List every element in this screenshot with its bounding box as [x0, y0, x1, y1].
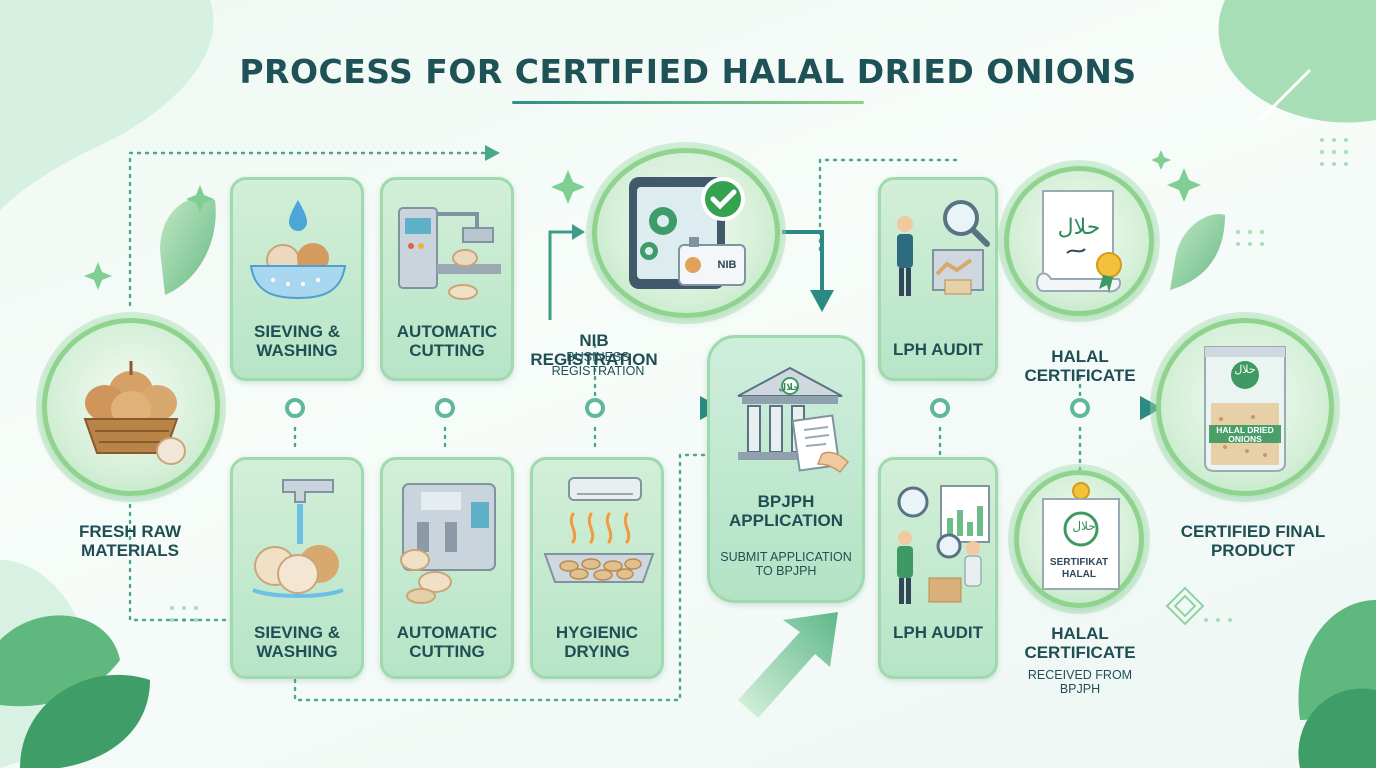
bpjph-halal-mark: حلال — [778, 382, 800, 392]
card-bottom-cutting: AUTOMATIC CUTTING — [380, 457, 514, 679]
cutting-machine-icon — [398, 207, 501, 300]
card-top-cutting-label: AUTOMATIC CUTTING — [396, 322, 498, 361]
pouch-halal-mark: حلال — [1234, 363, 1256, 376]
government-building-icon — [737, 366, 850, 474]
nib-circle: NIB — [592, 148, 780, 318]
sertifikat-document-icon — [1042, 482, 1120, 590]
card-bottom-drying-label: HYGIENIC DRYING — [555, 623, 639, 662]
flow-dot — [930, 398, 950, 418]
halal-cert-bottom-sub-label: RECEIVED FROM BPJPH — [1027, 668, 1133, 696]
certificate-scroll-icon — [1035, 190, 1122, 293]
card-bottom-sieving: SIEVING & WASHING — [230, 457, 364, 679]
flow-dot — [585, 398, 605, 418]
card-top-cutting: AUTOMATIC CUTTING — [380, 177, 514, 381]
slicing-machine-icon — [400, 483, 496, 604]
fresh-raw-circle — [42, 318, 220, 496]
nib-label: NIB REGISTRATION — [530, 331, 658, 370]
card-top-sieving-label: SIEVING & WASHING — [254, 322, 340, 361]
nib-badge-text: NIB — [717, 259, 737, 271]
halal-arabic-text: حلال — [1057, 215, 1101, 240]
onion-basket-icon — [83, 361, 186, 465]
washing-bowl-icon — [249, 200, 347, 300]
auditor-magnifier-icon — [897, 200, 990, 296]
pouch-label: HALAL DRIED ONIONS — [1216, 425, 1274, 445]
final-product-circle: حلال HALAL DRIED ONIONS — [1156, 318, 1334, 496]
sertifikat-label: SERTIFIKAT HALAL — [1049, 557, 1109, 580]
drying-tray-icon — [543, 477, 655, 583]
card-top-sieving: SIEVING & WASHING — [230, 177, 364, 381]
bpjph-sub-label: SUBMIT APPLICATION TO BPJPH — [720, 550, 852, 578]
fresh-raw-label: FRESH RAW MATERIALS — [79, 522, 181, 561]
halal-cert-bottom-label: HALAL CERTIFICATE — [1024, 624, 1136, 663]
sertifikat-halal-mark: حلال — [1072, 519, 1096, 533]
flow-dot — [435, 398, 455, 418]
card-lph-top: LPH AUDIT — [878, 177, 998, 381]
halal-cert-top-circle: حلال — [1004, 166, 1154, 316]
title-underline — [512, 101, 864, 104]
bpjph-label: BPJPH APPLICATION — [729, 492, 843, 531]
card-lph-top-label: LPH AUDIT — [892, 340, 984, 359]
nib-tablet-icon — [629, 177, 746, 289]
flow-dot — [285, 398, 305, 418]
final-product-label: CERTIFIED FINAL PRODUCT — [1180, 522, 1326, 561]
flow-dot — [1070, 398, 1090, 418]
card-bottom-sieving-label: SIEVING & WASHING — [254, 623, 340, 662]
card-bottom-cutting-label: AUTOMATIC CUTTING — [396, 623, 498, 662]
halal-cert-top-label: HALAL CERTIFICATE — [1024, 347, 1136, 386]
nib-sub-label: BUSINESS REGISTRATION — [551, 350, 645, 378]
halal-cert-bottom-circle: حلال SERTIFIKAT HALAL — [1014, 470, 1144, 608]
card-bpjph: حلال BPJPH APPLICATION SUBMIT APPLICATIO… — [707, 335, 865, 603]
card-bottom-drying: HYGIENIC DRYING — [530, 457, 664, 679]
card-lph-bottom: LPH AUDIT — [878, 457, 998, 679]
page-title: PROCESS FOR CERTIFIED HALAL DRIED ONIONS — [239, 52, 1137, 91]
card-lph-bottom-label: LPH AUDIT — [892, 623, 984, 642]
faucet-washing-icon — [252, 479, 344, 598]
audit-team-icon — [897, 485, 990, 604]
dried-onion-pouch-icon — [1204, 346, 1286, 472]
